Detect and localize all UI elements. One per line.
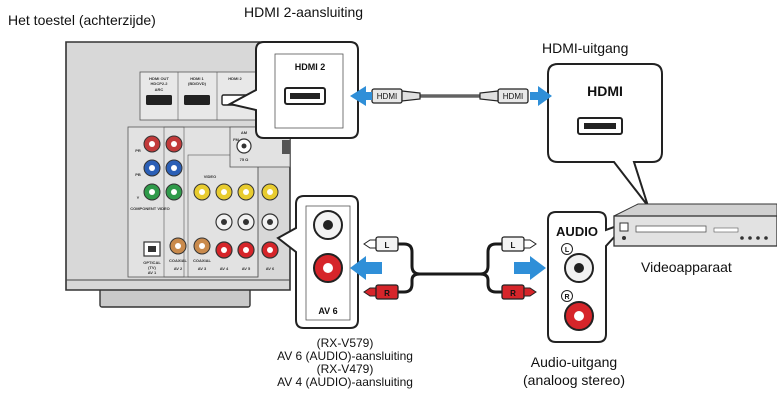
- rp-coaxial-1: COAXIAL: [169, 258, 188, 263]
- rp-hdmi-out-sub: HDCP2.2: [151, 81, 169, 86]
- device-label: Videoapparaat: [641, 259, 732, 275]
- rp-av6: AV 6: [266, 266, 275, 271]
- audio-out-label-line2: (analoog stereo): [523, 372, 625, 388]
- rp-av3: AV 3: [198, 266, 207, 271]
- hdmi-plug-label-right: HDMI: [503, 92, 523, 101]
- audio-panel-label: AUDIO: [556, 224, 598, 239]
- hdmi-cable: [371, 88, 529, 104]
- rp-coaxial-2: COAXIAL: [193, 258, 212, 263]
- video-device: [613, 203, 777, 247]
- rp-av1: AV 1: [148, 270, 157, 275]
- audio-callout: [547, 211, 629, 343]
- caption-line-1: (RX-V579): [316, 336, 374, 350]
- rca-right-label-l: R: [384, 289, 390, 298]
- rp-pr: PR: [135, 148, 141, 153]
- caption-line-2: AV 6 (AUDIO)-aansluiting: [277, 349, 413, 363]
- rp-av4: AV 4: [220, 266, 229, 271]
- receiver-title: Het toestel (achterzijde): [8, 12, 156, 28]
- hdmi-plug-label-left: HDMI: [377, 92, 397, 101]
- audio-out-label-line1: Audio-uitgang: [530, 354, 618, 370]
- hdmi-arrow-right: [530, 86, 552, 106]
- rp-ohm: 75 Ω: [240, 157, 250, 162]
- rp-optical: OPTICAL: [143, 260, 161, 265]
- hdmi-arrow-left-head: [350, 86, 372, 106]
- rp-hdmi1: HDMI 1: [190, 76, 204, 81]
- rca-right-label-r: R: [510, 289, 516, 298]
- av6-callout: [276, 195, 359, 329]
- rp-video: VIDEO: [204, 174, 216, 179]
- rp-av5: AV 5: [242, 266, 251, 271]
- rca-arrow-right: [514, 256, 546, 280]
- caption-line-4: AV 4 (AUDIO)-aansluiting: [277, 375, 413, 389]
- rp-arc: ARC: [155, 87, 164, 92]
- rca-arrows: [350, 256, 546, 280]
- hdmi2-panel-label: HDMI 2: [295, 62, 326, 72]
- jack-left-marker: L: [565, 247, 570, 254]
- rp-component-video: COMPONENT VIDEO: [130, 206, 170, 211]
- jack-right-marker: R: [564, 294, 569, 301]
- hdmi-out-callout: [547, 63, 663, 207]
- rp-fm: FM: [233, 137, 239, 142]
- rp-pb: PB: [135, 172, 141, 177]
- rp-hdmi-out: HDMI OUT: [149, 76, 169, 81]
- hdmi-arrows: [350, 86, 552, 106]
- rca-left-label-l: L: [385, 241, 390, 250]
- rca-left-label-r: L: [511, 241, 516, 250]
- receiver-tiny-labels: HDMI OUT HDCP2.2 ARC HDMI 1 (BD/DVD) HDM…: [130, 76, 275, 275]
- rp-optical-tv: (TV): [148, 265, 156, 270]
- model-caption: (RX-V579) AV 6 (AUDIO)-aansluiting (RX-V…: [277, 337, 413, 389]
- receiver-component-jacks: [143, 135, 279, 259]
- av6-panel-label: AV 6: [318, 306, 337, 316]
- hdmi-out-panel-label: HDMI: [587, 83, 623, 99]
- rp-hdmi2: HDMI 2: [228, 76, 242, 81]
- hdmi-out-title: HDMI-uitgang: [542, 40, 629, 56]
- hdmi2-callout: [227, 41, 359, 139]
- rca-cable: [363, 236, 537, 300]
- rp-y: Y: [137, 195, 140, 200]
- rp-av2: AV 2: [174, 266, 183, 271]
- rp-am: AM: [241, 130, 248, 135]
- hdmi2-title: HDMI 2-aansluiting: [244, 4, 364, 20]
- rca-arrow-left: [350, 256, 382, 280]
- rp-hdmi1-sub: (BD/DVD): [188, 81, 207, 86]
- caption-line-3: (RX-V479): [316, 362, 374, 376]
